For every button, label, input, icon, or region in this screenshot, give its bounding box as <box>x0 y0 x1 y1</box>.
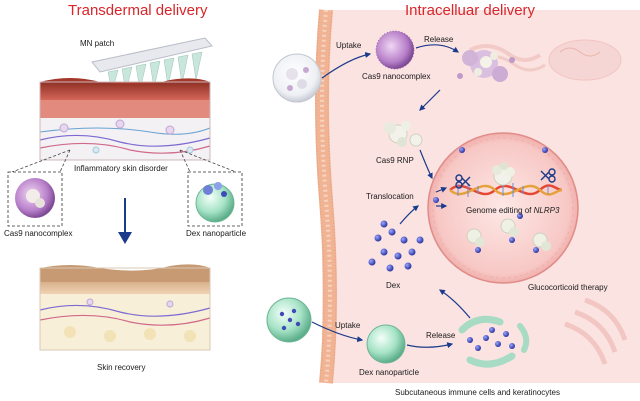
label-skin-recovery: Skin recovery <box>97 363 146 372</box>
caption: Subcutaneous immune cells and keratinocy… <box>395 388 560 397</box>
dna-helix <box>449 183 563 197</box>
recovered-skin-block <box>39 264 211 351</box>
label-mn-patch: MN patch <box>80 39 115 48</box>
dex-nanoparticle-zoom <box>195 183 235 223</box>
label-cas9-rnp: Cas9 RNP <box>376 156 414 165</box>
label-cas9-nanocomplex-left: Cas9 nanocomplex <box>4 229 73 238</box>
dex-molecules <box>368 220 424 272</box>
label-genome-editing-gene: NLRP3 <box>533 206 560 215</box>
label-genome-editing: Genome editing of NLRP3 <box>466 207 559 215</box>
scissors-icon <box>455 174 471 189</box>
cas9-nanocomplex-extracellular <box>272 53 322 103</box>
mitochondrion-organelle <box>548 39 622 81</box>
label-dex-nanoparticle-right: Dex nanoparticle <box>359 368 420 377</box>
dex-nanoparticle-extracellular <box>266 297 312 343</box>
inflamed-skin-block <box>39 78 211 161</box>
cas9-rnp-on-dna <box>492 162 515 186</box>
released-dex-shell <box>458 315 530 368</box>
label-release-bottom: Release <box>426 331 456 340</box>
golgi-organelle <box>564 297 628 365</box>
label-uptake-bottom: Uptake <box>335 321 361 330</box>
label-cas9-nanocomplex-right: Cas9 nanocomplex <box>362 72 431 81</box>
label-dex-nanoparticle-left: Dex nanoparticle <box>186 229 247 238</box>
label-translocation: Translocation <box>366 192 414 201</box>
released-cas9-fragments <box>457 50 515 82</box>
label-inflammatory: Inflammatory skin disorder <box>74 164 168 173</box>
label-dex: Dex <box>386 281 401 290</box>
label-release-top: Release <box>424 35 454 44</box>
scissors-icon <box>540 168 556 183</box>
title-intracellular: Intracelluar delivery <box>405 2 536 19</box>
label-glucocorticoid: Glucocorticoid therapy <box>528 283 608 292</box>
progress-arrow <box>118 198 132 244</box>
label-uptake-top: Uptake <box>336 41 362 50</box>
title-transdermal: Transdermal delivery <box>68 2 208 19</box>
cas9-rnp-cluster <box>384 121 423 147</box>
gr-complex <box>466 213 551 253</box>
label-genome-editing-prefix: Genome editing of <box>466 206 534 215</box>
mn-patch <box>91 37 213 93</box>
dex-nanoparticle-intracellular <box>366 324 406 364</box>
cas9-nanocomplex-intracellular <box>376 31 414 69</box>
